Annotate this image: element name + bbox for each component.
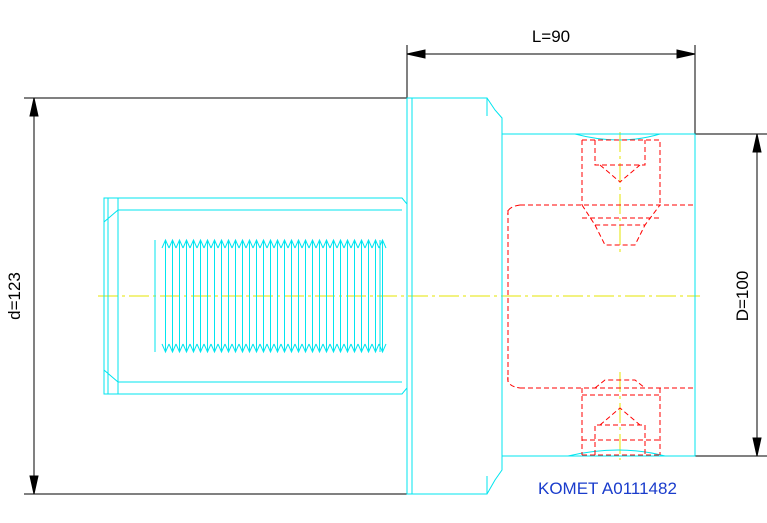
thread-tooth [168, 238, 177, 354]
thread-tooth [238, 238, 247, 354]
thread-tooth [210, 238, 219, 354]
thread-tooth [364, 238, 373, 354]
outer-diameter-arrow-top [29, 97, 39, 117]
shank-outline [502, 133, 696, 457]
thread-tooth [350, 238, 359, 354]
thread-tooth [280, 238, 289, 354]
length-arrow-right [676, 49, 696, 59]
thread-tooth [175, 238, 184, 354]
thread-tooth [196, 238, 205, 354]
lower-screw-body [581, 388, 661, 456]
thread-tooth [203, 238, 212, 354]
hidden-bore-outline [507, 204, 695, 389]
thread-tooth [301, 238, 310, 354]
thread-tooth [266, 238, 275, 354]
thread-tooth [308, 238, 317, 354]
bore-outline [103, 197, 408, 395]
length-dimension-label: L=90 [532, 27, 570, 46]
dimension-lines [24, 45, 767, 495]
upper-screw-body [581, 139, 661, 226]
thread-tooth [231, 238, 240, 354]
collar-outline [406, 97, 503, 495]
thread-tooth [259, 238, 268, 354]
thread-tooth [273, 238, 282, 354]
thread-tooth [336, 238, 345, 354]
outer-diameter-label: d=123 [5, 272, 24, 320]
thread-tooth [322, 238, 331, 354]
hidden-features [507, 139, 695, 456]
inner-diameter-arrow-bottom [752, 437, 762, 457]
outer-diameter-arrow-bottom [29, 475, 39, 495]
thread-tooth [217, 238, 226, 354]
upper-screw-socket [582, 140, 660, 219]
inner-diameter-label: D=100 [733, 271, 752, 322]
thread-tooth [189, 238, 198, 354]
thread-tooth [315, 238, 324, 354]
lower-screw-point [594, 379, 646, 389]
thread-tooth [329, 238, 338, 354]
thread-teeth [161, 238, 387, 354]
thread-tooth [357, 238, 366, 354]
upper-screw-point [594, 224, 646, 246]
thread-tooth [161, 238, 170, 354]
thread-tooth [252, 238, 261, 354]
bore-left-end [103, 209, 119, 383]
lower-screw-socket [582, 407, 660, 455]
thread-tooth [224, 238, 233, 354]
thread-tooth [182, 238, 191, 354]
shank-bottom-notch [567, 449, 666, 457]
part-outline [103, 97, 696, 495]
thread-tooth [245, 238, 254, 354]
centerlines [98, 132, 700, 460]
thread-tooth [294, 238, 303, 354]
thread-tooth [343, 238, 352, 354]
thread-tooth [287, 238, 296, 354]
thread-tooth [371, 238, 380, 354]
shank-top-notch [574, 133, 661, 141]
inner-diameter-arrow-top [752, 133, 762, 153]
part-number-label: KOMET A0111482 [538, 479, 677, 498]
length-arrow-left [406, 49, 426, 59]
